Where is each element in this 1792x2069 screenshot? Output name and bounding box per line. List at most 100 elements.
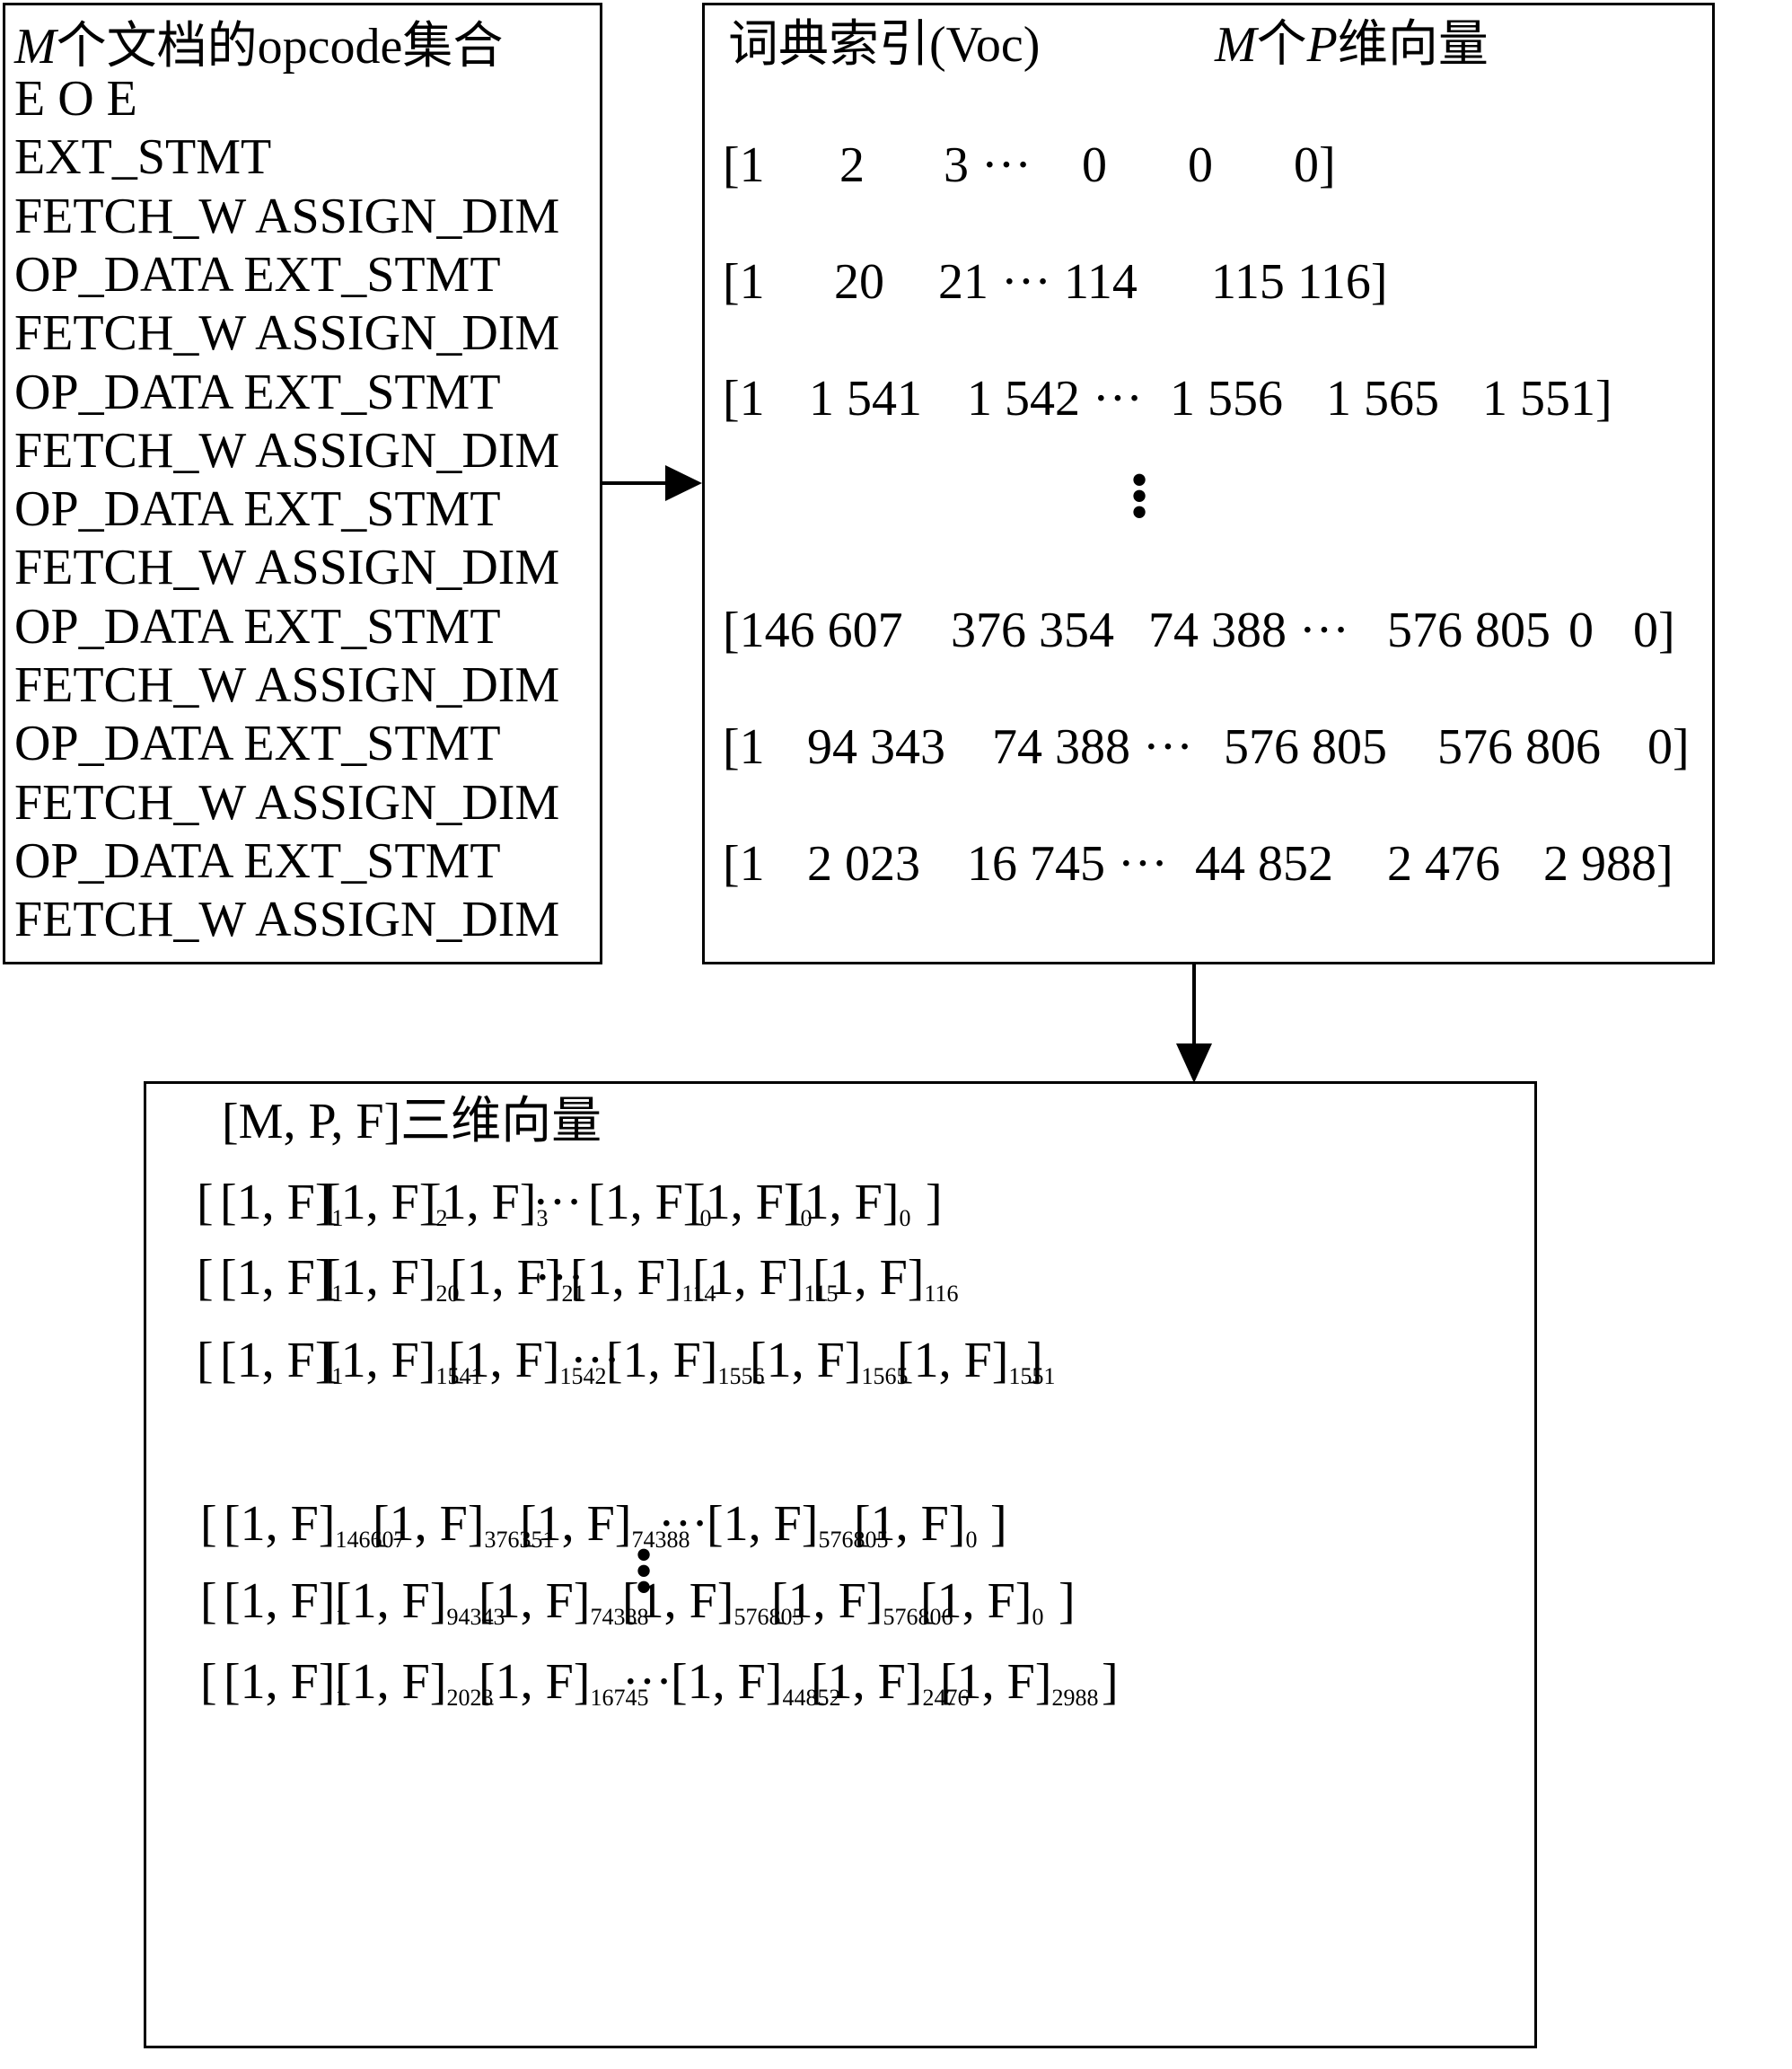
row-ellipsis: ···: [622, 1654, 672, 1710]
mpf-cell: [1, F]2023: [335, 1653, 493, 1727]
opcode-line: OP_DATA EXT_STMT: [14, 716, 501, 772]
mpf-cell-base: [1, F]: [479, 1573, 591, 1629]
mpf-cell: [1, F]2476: [811, 1653, 969, 1727]
row-close-bracket: ]: [1102, 1654, 1119, 1710]
vocab-vertical-ellipsis: •••: [1130, 453, 1148, 541]
mpf-cell-index: 576805: [733, 1604, 804, 1630]
mpf-cell: [1, F]1551: [897, 1332, 1055, 1405]
mpf-cell-index: 116: [924, 1281, 959, 1307]
mpf-cell-base: [1, F]: [622, 1573, 734, 1629]
vector-value: 74 388 ···: [1148, 603, 1349, 658]
mpf-cell-index: 1: [331, 1363, 344, 1389]
mpf-cell: [1, F]0: [689, 1174, 812, 1247]
mpf-cell: [1, F]74388: [520, 1495, 690, 1569]
mpf-cell-base: [1, F]: [373, 1496, 485, 1552]
vectors-title-rest: 维向量: [1337, 17, 1489, 73]
mpf-cell-base: [1, F]: [570, 1250, 682, 1306]
mpf-cell: [1, F]1: [224, 1572, 347, 1646]
mpf-cell: [1, F]3: [425, 1174, 548, 1247]
mpf-cell-index: 0: [800, 1205, 813, 1231]
mpf-cell-index: 2476: [922, 1685, 970, 1711]
mpf-cell-index: 1: [331, 1281, 344, 1307]
vector-value: 0: [1188, 137, 1213, 193]
mpf-cell-index: 16745: [590, 1685, 649, 1711]
vector-value: 576 806: [1437, 719, 1601, 775]
mpf-cell-index: 1565: [861, 1363, 909, 1389]
mpf-cell-base: [1, F]: [940, 1654, 1052, 1710]
mpf-cell-index: 376351: [484, 1527, 555, 1553]
vector-value: 0]: [1647, 719, 1690, 775]
mpf-cell: [1, F]1: [220, 1332, 343, 1405]
vectors-title-m: M: [1215, 17, 1257, 73]
vector-value: 1 551]: [1482, 371, 1612, 427]
mpf-cell: [1, F]576806: [771, 1572, 953, 1646]
mpf-cell-index: 114: [681, 1281, 716, 1307]
mpf-cell-index: 146607: [335, 1527, 406, 1553]
mpf-cell: [1, F]1556: [606, 1332, 764, 1405]
opcode-line: FETCH_W ASSIGN_DIM: [14, 188, 560, 244]
mpf-cell-base: [1, F]: [787, 1175, 900, 1230]
row-open-bracket: [: [200, 1573, 217, 1629]
vector-value: [1: [723, 254, 765, 310]
opcode-line: OP_DATA EXT_STMT: [14, 364, 501, 420]
mpf-cell-index: 0: [965, 1527, 978, 1553]
opcode-line: FETCH_W ASSIGN_DIM: [14, 540, 560, 596]
mpf-cell: [1, F]1542: [448, 1332, 606, 1405]
vectors-title-p: P: [1306, 17, 1338, 73]
row-open-bracket: [: [197, 1333, 214, 1388]
mpf-cell: [1, F]1541: [324, 1332, 482, 1405]
mpf-cell: [1, F]376351: [373, 1495, 554, 1569]
mpf-vertical-ellipsis: •••: [635, 1528, 653, 1616]
row-close-bracket: ]: [926, 1175, 943, 1230]
mpf-cell-base: [1, F]: [479, 1654, 591, 1710]
opcode-line: FETCH_W ASSIGN_DIM: [14, 422, 560, 479]
opcode-line: OP_DATA EXT_STMT: [14, 246, 501, 303]
mpf-title: [M, P, F]三维向量: [222, 1094, 602, 1149]
mpf-cell-index: 44852: [782, 1685, 841, 1711]
opcode-title-rest: 个文档的opcode集合: [56, 19, 504, 75]
row-ellipsis: ···: [658, 1496, 708, 1552]
mpf-cell-index: 1551: [1008, 1363, 1056, 1389]
mpf-cell: [1, F]1: [224, 1653, 347, 1727]
vector-value: 2 988]: [1543, 836, 1673, 892]
mpf-cell-base: [1, F]: [220, 1333, 332, 1388]
opcode-line: OP_DATA EXT_STMT: [14, 481, 501, 538]
arrow-right: [602, 465, 702, 501]
opcode-line: OP_DATA EXT_STMT: [14, 832, 501, 889]
vector-value: [146 607: [723, 603, 903, 658]
vector-value: 0]: [1294, 137, 1336, 193]
opcode-title-italic: M: [14, 19, 57, 75]
vector-value: [1: [723, 836, 765, 892]
mpf-cell-base: [1, F]: [224, 1496, 336, 1552]
vector-value: 20: [834, 254, 884, 310]
vector-value: 44 852: [1195, 836, 1333, 892]
mpf-cell-index: 21: [561, 1281, 585, 1307]
mpf-cell-base: [1, F]: [224, 1654, 336, 1710]
mpf-cell-index: 1: [335, 1604, 347, 1630]
vector-value: 116]: [1297, 254, 1388, 310]
mpf-cell: [1, F]1: [220, 1249, 343, 1323]
vector-value: 2 023: [807, 836, 920, 892]
mpf-cell-index: 0: [1032, 1604, 1044, 1630]
mpf-cell: [1, F]20: [324, 1249, 459, 1323]
vector-value: 3 ···: [944, 137, 1032, 193]
vector-value: 2 476: [1387, 836, 1500, 892]
mpf-cell-base: [1, F]: [707, 1496, 819, 1552]
mpf-cell-base: [1, F]: [897, 1333, 1009, 1388]
vector-value: 94 343: [807, 719, 945, 775]
vector-value: 1 541: [809, 371, 922, 427]
vector-value: 1 542 ···: [967, 371, 1143, 427]
row-ellipsis: ···: [532, 1175, 583, 1230]
row-open-bracket: [: [200, 1654, 217, 1710]
mpf-cell-base: [1, F]: [220, 1250, 332, 1306]
vocab-index-title: 词典索引(Voc): [728, 17, 1041, 73]
mpf-cell: [1, F]116: [813, 1249, 959, 1323]
mpf-cell: [1, F]74388: [479, 1572, 648, 1646]
mpf-cell-base: [1, F]: [220, 1175, 332, 1230]
mpf-cell-base: [1, F]: [811, 1654, 923, 1710]
mpf-cell: [1, F]21: [450, 1249, 584, 1323]
vector-value: 0]: [1633, 603, 1675, 658]
mpf-cell-index: 20: [435, 1281, 460, 1307]
